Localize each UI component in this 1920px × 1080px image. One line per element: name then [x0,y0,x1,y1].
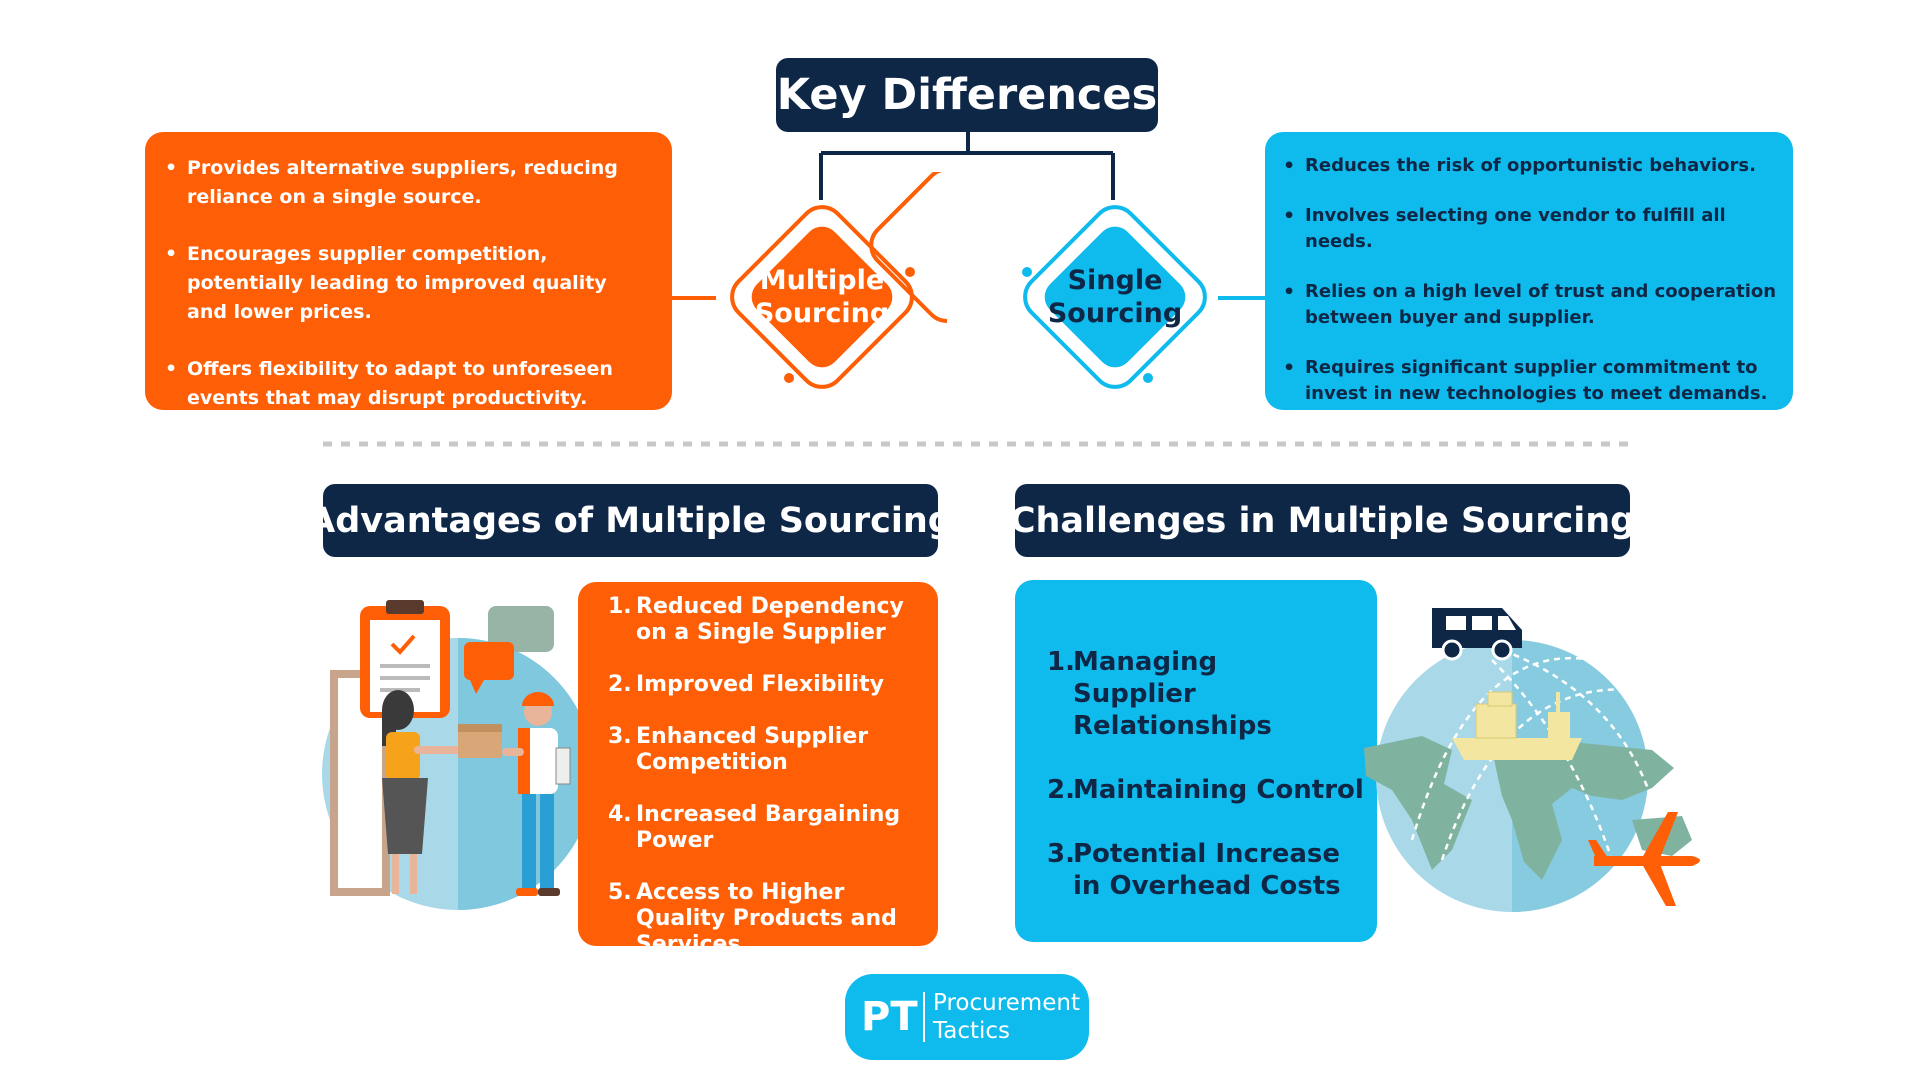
continent-shape [1364,736,1472,870]
challenge-item-3: 3.Potential Increase in Overhead Costs [1015,838,1377,902]
multiple-point-2: Encourages supplier competition, potenti… [147,240,650,327]
title-connector [819,132,1115,200]
handover-illustration [322,600,594,910]
key-differences-title: Key Differences [776,58,1158,132]
multiple-sourcing-box: Provides alternative suppliers, reducing… [145,132,672,410]
multiple-label-line2: Sourcing [754,298,890,329]
single-point-1: Reduces the risk of opportunistic behavi… [1265,153,1777,179]
advantage-text-2: Improved Flexibility [636,672,884,697]
single-point-4: Requires significant supplier commitment… [1265,355,1777,407]
procurement-tactics-logo: PT Procurement Tactics [845,974,1089,1060]
single-label-line2: Sourcing [1047,298,1183,329]
challenges-title: Challenges in Multiple Sourcing [1010,484,1635,557]
single-sourcing-points: Reduces the risk of opportunistic behavi… [1265,153,1777,407]
advantage-text-5: Access to Higher Quality Products and Se… [636,880,897,957]
multiple-label-line1: Multiple [759,265,885,296]
single-point-2: Involves selecting one vendor to fulfill… [1265,203,1777,255]
challenge-text-1: Managing Supplier Relationships [1073,647,1272,741]
single-label-line1: Single [1067,265,1163,296]
single-sourcing-box: Reduces the risk of opportunistic behavi… [1265,132,1793,410]
single-point-3: Relies on a high level of trust and coop… [1265,279,1777,331]
advantage-item-5: 5.Access to Higher Quality Products and … [578,880,922,958]
multiple-sourcing-diamond: Multiple Sourcing [697,167,1025,422]
logo-line2: Tactics [933,1018,1011,1044]
challenge-num-1: 1. [1047,647,1075,677]
advantage-item-2: 2.Improved Flexibility [578,672,922,698]
airplane-icon [1588,812,1700,906]
advantage-num-5: 5. [608,880,632,905]
logo-initials: PT [861,994,918,1040]
advantages-title-text: Advantages of Multiple Sourcing [308,500,953,541]
multiple-diamond-shape [730,167,1025,389]
van-icon [1432,608,1522,661]
logo-line1: Procurement [933,990,1080,1016]
globe-logistics-illustration [1364,608,1700,912]
challenge-num-3: 3. [1047,839,1075,869]
challenges-box: 1.Managing Supplier Relationships 2.Main… [1015,580,1377,942]
advantage-text-1: Reduced Dependency on a Single Supplier [636,594,904,645]
advantages-title: Advantages of Multiple Sourcing [308,484,953,557]
advantage-num-1: 1. [608,594,632,619]
challenges-title-text: Challenges in Multiple Sourcing [1009,500,1636,541]
key-differences-title-text: Key Differences [776,70,1158,120]
logo-divider [923,992,925,1042]
cargo-ship-icon [1452,691,1582,760]
challenge-item-2: 2.Maintaining Control [1015,774,1377,806]
advantages-box: 1.Reduced Dependency on a Single Supplie… [578,582,938,957]
advantage-num-3: 3. [608,724,632,749]
challenge-text-2: Maintaining Control [1073,775,1364,805]
advantage-text-4: Increased Bargaining Power [636,802,901,853]
multiple-diamond-label: Multiple Sourcing [697,172,947,422]
advantage-text-3: Enhanced Supplier Competition [636,724,869,775]
speech-bubble-icon [488,606,554,652]
single-diamond-label: Single Sourcing [990,172,1240,422]
advantage-item-4: 4.Increased Bargaining Power [578,802,922,854]
advantages-list: 1.Reduced Dependency on a Single Supplie… [578,594,922,958]
logo-wordmark: Procurement Tactics [933,989,1080,1045]
challenge-item-1: 1.Managing Supplier Relationships [1015,646,1377,742]
advantage-num-4: 4. [608,802,632,827]
challenges-list: 1.Managing Supplier Relationships 2.Main… [1015,646,1377,902]
multiple-sourcing-points: Provides alternative suppliers, reducing… [147,154,650,413]
multiple-point-1: Provides alternative suppliers, reducing… [147,154,650,212]
advantage-item-1: 1.Reduced Dependency on a Single Supplie… [578,594,922,646]
multiple-point-3: Offers flexibility to adapt to unforesee… [147,355,650,413]
advantage-num-2: 2. [608,672,632,697]
single-diamond-shape [1022,205,1207,389]
advantage-item-3: 3.Enhanced Supplier Competition [578,724,922,776]
challenge-text-3: Potential Increase in Overhead Costs [1073,839,1341,901]
single-sourcing-diamond: Single Sourcing [990,172,1240,422]
challenge-num-2: 2. [1047,775,1075,805]
